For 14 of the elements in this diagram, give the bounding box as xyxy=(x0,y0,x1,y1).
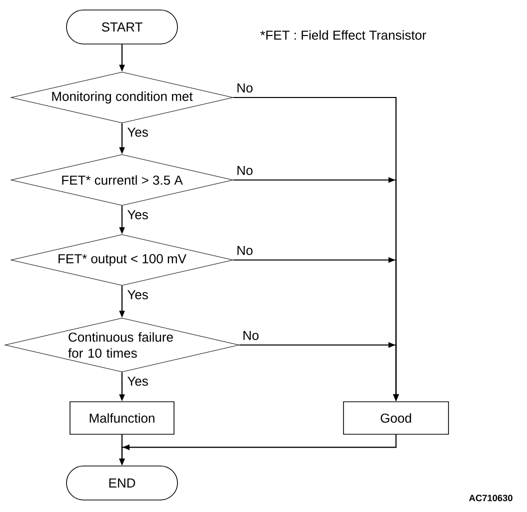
process-box: Good xyxy=(343,401,449,435)
process-box: Malfunction xyxy=(70,401,174,435)
edge-label: Yes xyxy=(126,289,150,300)
edge-label: No xyxy=(241,330,260,342)
edge-label: No xyxy=(235,82,254,94)
edge-label: Yes xyxy=(126,376,150,387)
edge-label: No xyxy=(235,164,254,176)
figure-id: AC710630 xyxy=(469,494,512,502)
edge-label: Yes xyxy=(126,209,150,220)
terminal-box: START xyxy=(66,10,178,44)
edge-label: Yes xyxy=(126,126,150,138)
footnote: *FET : Field Effect Transistor xyxy=(260,30,426,40)
edge-label: No xyxy=(235,244,254,256)
terminal-box: END xyxy=(66,466,178,500)
